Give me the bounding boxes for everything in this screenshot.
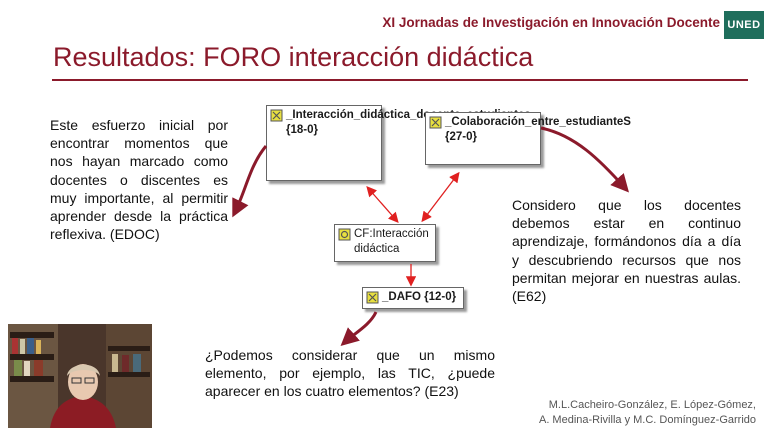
code-node-icon xyxy=(270,109,283,122)
webcam-image xyxy=(8,324,152,428)
link-colaboracion-cf xyxy=(421,171,460,223)
node-interaccion-didactica[interactable]: _Interacción_didáctica_docente_estudiant… xyxy=(266,105,531,181)
code-node-icon xyxy=(429,116,442,129)
presenter-webcam xyxy=(8,324,152,428)
credits-line: M.L.Cacheiro-González, E. López-Gómez, xyxy=(548,399,756,411)
code-family-icon xyxy=(338,228,351,241)
uned-logo: UNED xyxy=(724,11,764,39)
node-label: _Colaboración_entre_estudianteS {27-0} xyxy=(445,116,631,143)
credits-line: A. Medina-Rivilla y M.C. Domínguez-Garri… xyxy=(538,414,756,426)
node-dafo[interactable]: _DAFO {12-0} xyxy=(362,287,464,309)
event-title: XI Jornadas de Investigación en Innovaci… xyxy=(382,15,720,30)
node-label: _DAFO {12-0} xyxy=(382,291,457,303)
quote-e62: Considero que los docentes debemos estar… xyxy=(512,197,741,305)
link-interaccion-cf xyxy=(366,186,399,223)
title-divider xyxy=(52,79,748,81)
slide-title: Resultados: FORO interacción didáctica xyxy=(53,42,534,72)
quote-e23: ¿Podemos considerar que un mismo element… xyxy=(205,347,495,400)
author-credits: M.L.Cacheiro-González, E. López-Gómez, A… xyxy=(520,398,756,428)
code-node-icon xyxy=(366,291,379,304)
node-label: CF:Interacción didáctica xyxy=(354,228,429,255)
curve-quote-e23 xyxy=(340,311,378,347)
node-colaboracion[interactable]: _Colaboración_entre_estudianteS {27-0} xyxy=(425,112,631,165)
curve-quote-edoc xyxy=(232,145,268,218)
quote-edoc: Este esfuerzo inicial por encontrar mome… xyxy=(50,117,228,243)
curve-quote-e62 xyxy=(540,126,629,193)
node-cf-interaccion[interactable]: CF:Interacción didáctica xyxy=(334,224,436,262)
